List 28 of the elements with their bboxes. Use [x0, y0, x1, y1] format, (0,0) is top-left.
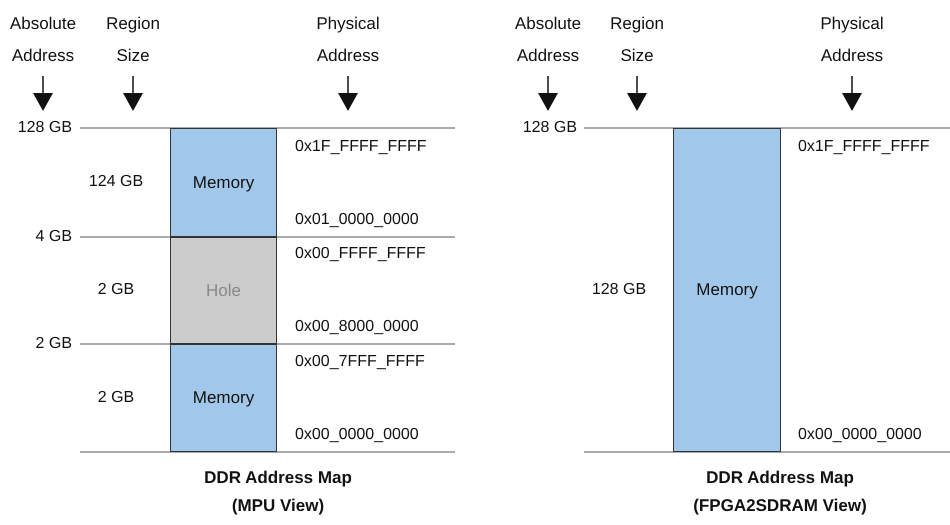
column-header: Physical Address: [819, 13, 885, 67]
physical-address-label: 0x00_8000_0000: [295, 317, 419, 337]
address-boundary-label: 2 GB: [36, 334, 72, 354]
memory-region-block: Memory: [170, 344, 277, 452]
memory-region-block: Memory: [170, 128, 277, 237]
address-hole-block: Hole: [170, 237, 277, 344]
physical-address-label: 0x1F_FFFF_FFFF: [798, 137, 930, 157]
address-boundary-label: 4 GB: [36, 227, 72, 247]
physical-address-label: 0x1F_FFFF_FFFF: [295, 137, 427, 157]
column-header: Absolute Address: [8, 13, 78, 67]
column-header: Absolute Address: [514, 13, 582, 67]
region-size-label: 124 GB: [88, 172, 144, 192]
physical-address-label: 0x00_7FFF_FFFF: [295, 352, 425, 372]
physical-address-label: 0x00_FFFF_FFFF: [295, 244, 426, 264]
physical-address-label: 0x00_0000_0000: [798, 425, 922, 445]
region-size-label: 128 GB: [592, 280, 646, 300]
address-boundary-label: 128 GB: [522, 118, 577, 138]
column-header: Physical Address: [315, 13, 381, 67]
region-size-label: 2 GB: [98, 280, 134, 300]
address-boundary-label: 128 GB: [18, 118, 72, 138]
map-caption: DDR Address Map (FPGA2SDRAM View): [692, 467, 868, 517]
column-header: Region Size: [609, 13, 665, 67]
memory-region-block: Memory: [673, 128, 781, 452]
physical-address-label: 0x01_0000_0000: [295, 210, 419, 230]
region-size-label: 2 GB: [98, 388, 134, 408]
column-header: Region Size: [105, 13, 161, 67]
physical-address-label: 0x00_0000_0000: [295, 425, 419, 445]
map-caption: DDR Address Map (MPU View): [203, 467, 353, 517]
